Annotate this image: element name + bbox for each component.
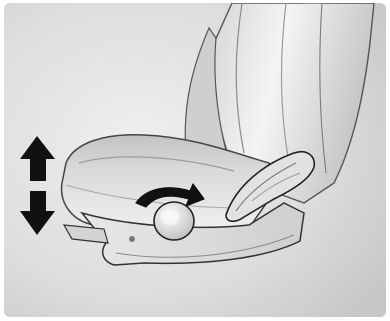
seat-illustration — [4, 3, 386, 317]
height-knob — [154, 202, 194, 240]
illustration-frame — [4, 3, 386, 317]
